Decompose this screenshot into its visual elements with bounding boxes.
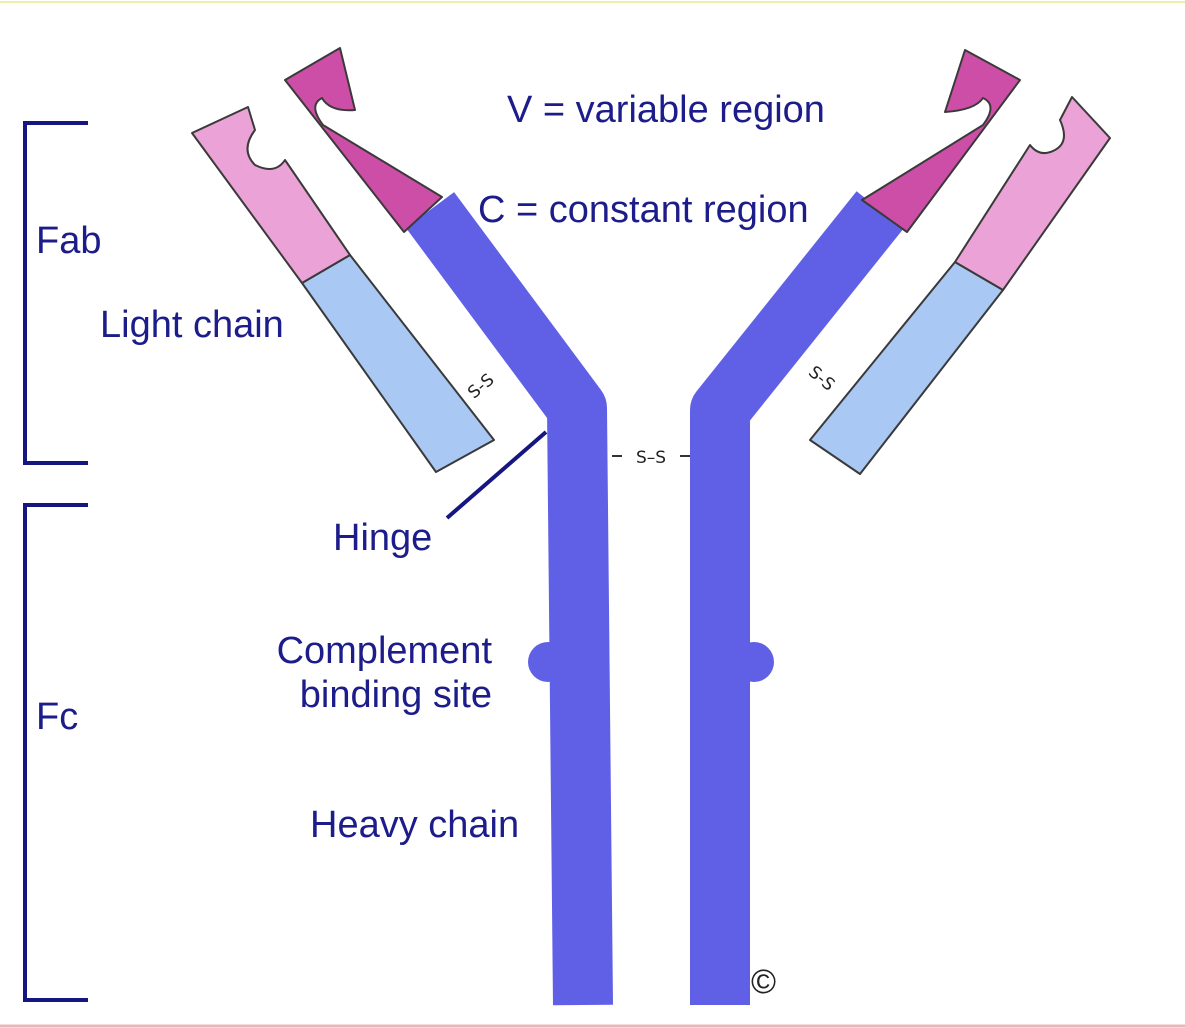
left-light-chain [192,107,494,472]
complement-label-line2: binding site [300,674,492,716]
variable-region-label: V = variable region [507,89,825,131]
copyright-symbol: © [751,963,776,1001]
center-ss-bond: S–S [636,448,666,468]
fab-label: Fab [36,220,101,262]
heavy-chain-label: Heavy chain [310,804,519,846]
complement-label-line1: Complement [277,630,493,672]
right-light-variable-domain [955,97,1110,290]
left-complement-bulge [528,642,568,682]
hinge-label: Hinge [333,517,432,559]
left-heavy-constant-domain [430,210,583,1005]
right-complement-bulge [734,642,774,682]
fab-bracket [25,123,88,463]
fc-label: Fc [36,696,78,738]
right-heavy-constant-domain [720,210,880,1005]
light-chain-label: Light chain [100,304,284,346]
left-ss-bond: S-S [464,370,498,403]
right-ss-bond: S-S [804,362,838,395]
fc-bracket [25,505,88,1000]
constant-region-label: C = constant region [478,189,809,231]
